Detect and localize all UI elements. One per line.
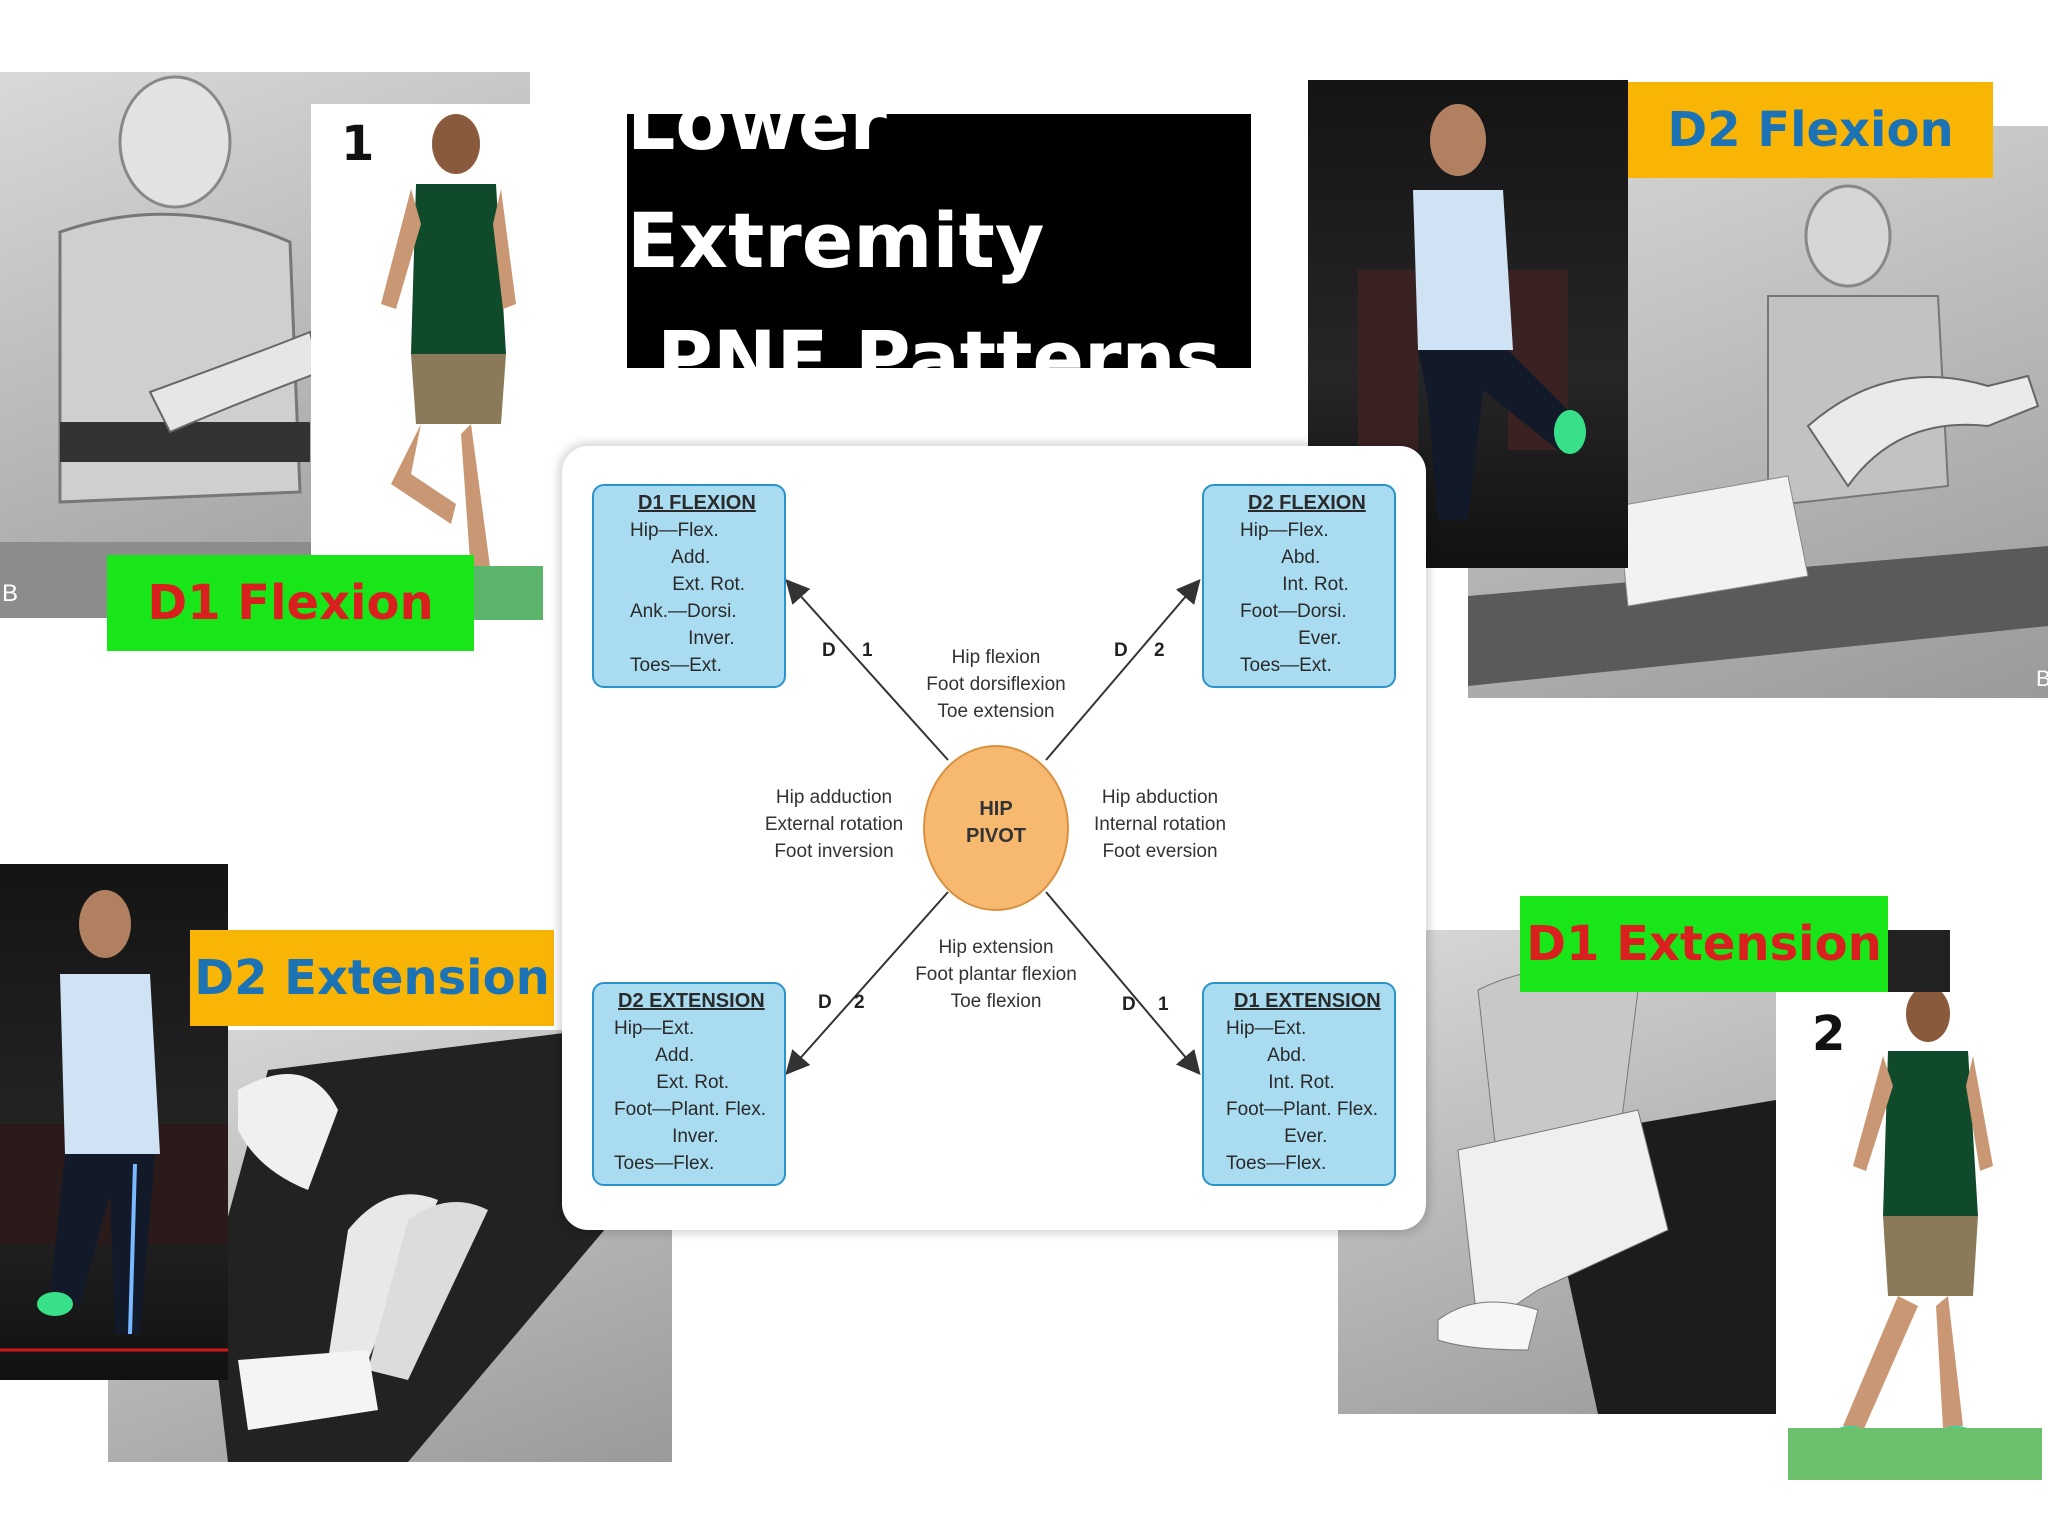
text-line: Foot plantar flexion [915, 964, 1077, 985]
hip-pivot-circle [923, 745, 1069, 911]
box-d1-flexion: D1 FLEXION Hip—Flex. Add. Ext. Rot. Ank.… [592, 484, 786, 688]
photo-mark-b-right: B [2036, 666, 2048, 691]
title-box: Lower Extremity PNF Patterns [627, 78, 1251, 403]
box-line: Abd. [1240, 547, 1321, 568]
text-line: Hip adduction [775, 787, 893, 808]
arrow-d1-extension [1045, 891, 1201, 1076]
standing-person-dark-silhouette [1358, 104, 1586, 520]
box-d2-extension: D2 EXTENSION Hip—Ext. Add. Ext. Rot. Foo… [592, 982, 786, 1186]
box-line: Foot—Plant. Flex. [1226, 1099, 1379, 1120]
text-line: Toe flexion [950, 991, 1042, 1012]
text-line: Hip flexion [951, 647, 1041, 668]
title-line-1: Lower Extremity [627, 78, 1045, 285]
center-top-text: Hip flexion Foot dorsiflexion Toe extens… [896, 644, 1096, 725]
box-line: Hip—Flex. [630, 520, 719, 541]
box-line: Hip—Ext. [614, 1018, 695, 1039]
box-line: Ever. [1240, 628, 1342, 649]
text-line: Foot eversion [1102, 841, 1218, 862]
hip-pivot-label: HIP PIVOT [936, 796, 1056, 850]
box-line: Ext. Rot. [630, 574, 746, 595]
title-line-2: PNF Patterns [657, 314, 1221, 403]
box-line: Add. [630, 547, 711, 568]
photo-d2-flexion-standing [1308, 80, 1628, 568]
leg-over-table-silhouette [1437, 969, 1776, 1414]
text-line: Toe extension [937, 701, 1055, 722]
hip-pivot-line-2: PIVOT [965, 825, 1026, 847]
text-line: Internal rotation [1093, 814, 1227, 835]
arrow-d1-flexion [785, 579, 949, 761]
photo-d1-extension-standing: 2 [1788, 976, 2042, 1480]
center-bottom-text: Hip extension Foot plantar flexion Toe f… [886, 934, 1106, 1015]
box-line: Abd. [1226, 1045, 1307, 1066]
box-line: Ext. Rot. [614, 1072, 730, 1093]
box-line: Foot—Dorsi. [1240, 601, 1347, 622]
label-d2-flexion: D2 Flexion [1628, 82, 1993, 178]
box-line: Foot—Plant. Flex. [614, 1099, 767, 1120]
table-exercise-silhouette [1468, 184, 2048, 686]
text-line: Foot dorsiflexion [926, 674, 1066, 695]
diag-label-n: 1 [862, 640, 873, 661]
box-heading: D1 FLEXION [638, 492, 756, 514]
arrow-d2-extension [785, 891, 949, 1075]
text-line: External rotation [764, 814, 904, 835]
box-line: Int. Rot. [1240, 574, 1349, 595]
legs-on-table-silhouette [208, 1030, 672, 1462]
diag-label-d: D [1114, 640, 1128, 661]
text-line: Foot inversion [774, 841, 894, 862]
diag-label-n: 1 [1158, 994, 1169, 1015]
label-d2-extension: D2 Extension [190, 930, 554, 1026]
box-d2-flexion: D2 FLEXION Hip—Flex. Abd. Int. Rot. Foot… [1202, 484, 1396, 688]
box-line: Inver. [614, 1126, 719, 1147]
box-line: Toes—Flex. [1226, 1153, 1327, 1174]
box-line: Add. [614, 1045, 695, 1066]
box-line: Toes—Flex. [614, 1153, 715, 1174]
step-number-2: 2 [1812, 1006, 1846, 1062]
box-line: Hip—Flex. [1240, 520, 1329, 541]
box-line: Ank.—Dorsi. [630, 601, 737, 622]
diag-label-d: D [822, 640, 836, 661]
diagram-arrows [785, 578, 1201, 1076]
standing-person-silhouette [381, 114, 543, 620]
step-number-1: 1 [341, 116, 375, 172]
photo-dark-strip [1888, 930, 1950, 992]
box-line: Int. Rot. [1226, 1072, 1335, 1093]
box-heading: D2 EXTENSION [618, 990, 765, 1012]
box-heading: D1 EXTENSION [1234, 990, 1381, 1012]
box-heading: D2 FLEXION [1248, 492, 1366, 514]
box-line: Hip—Ext. [1226, 1018, 1307, 1039]
box-line: Inver. [630, 628, 735, 649]
text-line: Hip abduction [1101, 787, 1219, 808]
standing-person-silhouette-2 [1788, 986, 2042, 1480]
box-d1-extension: D1 EXTENSION Hip—Ext. Abd. Int. Rot. Foo… [1202, 982, 1396, 1186]
hip-pivot-line-1: HIP [979, 798, 1013, 820]
diag-label-n: 2 [854, 992, 865, 1013]
left-middle-text: Hip adduction External rotation Foot inv… [754, 784, 914, 865]
diag-label-d: D [818, 992, 832, 1013]
right-middle-text: Hip abduction Internal rotation Foot eve… [1080, 784, 1240, 865]
arrow-d2-flexion [1045, 578, 1201, 761]
box-line: Toes—Ext. [630, 655, 722, 676]
diag-label-d: D [1122, 994, 1136, 1015]
photo-mark-b: B [2, 580, 19, 607]
label-d1-extension: D1 Extension [1520, 896, 1888, 992]
label-d1-flexion: D1 Flexion [107, 555, 474, 651]
box-line: Ever. [1226, 1126, 1328, 1147]
text-line: Hip extension [938, 937, 1054, 958]
standing-person-dark-silhouette-2 [0, 890, 228, 1352]
diag-label-n: 2 [1154, 640, 1165, 661]
photo-d1-flexion-standing: 1 [311, 104, 543, 620]
box-line: Toes—Ext. [1240, 655, 1332, 676]
pnf-diagram: HIP PIVOT D1 FLEXION Hip—Flex. Add. Ext.… [562, 446, 1426, 1230]
